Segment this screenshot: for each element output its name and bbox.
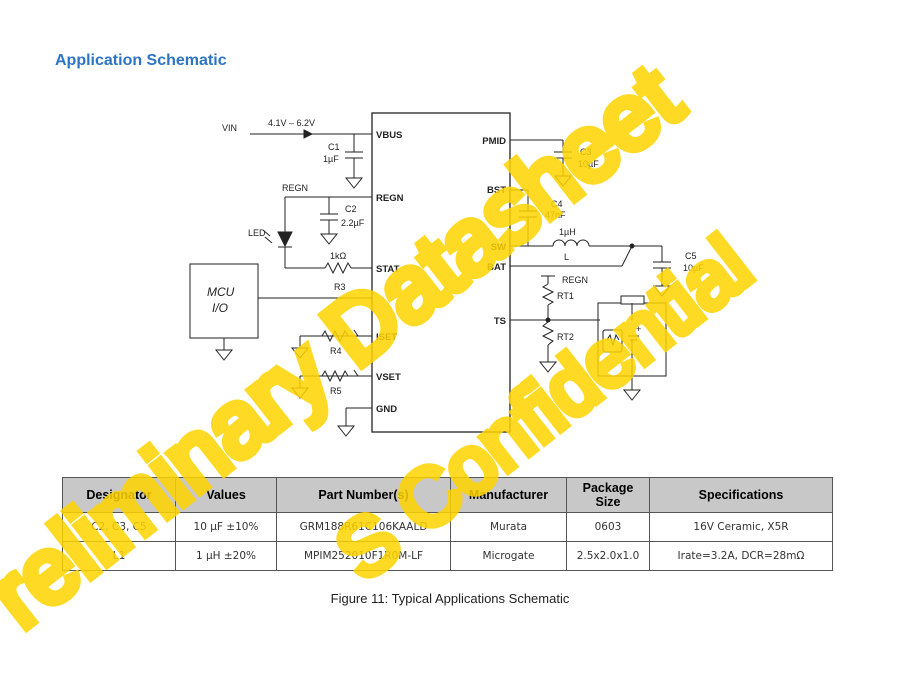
vin-range-label: 4.1V – 6.2V [268, 118, 315, 128]
vin-label: VIN [222, 123, 237, 133]
cell-part-number: GRM188R61C106KAALD [276, 512, 451, 542]
col-values: Values [175, 477, 277, 513]
cell-specifications: Irate=3.2A, DCR=28mΩ [649, 541, 833, 571]
led-label: LED [248, 228, 266, 238]
r3-name: R3 [334, 282, 346, 292]
cell-part-number: MPIM252010F1R0M-LF [276, 541, 451, 571]
r4-name: R4 [330, 346, 342, 356]
c3-value: 10µF [578, 159, 599, 169]
rt1-name: RT1 [557, 291, 574, 301]
cell-manufacturer: Microgate [450, 541, 567, 571]
table-header-row: Designator Values Part Number(s) Manufac… [62, 477, 833, 513]
mcu-io-label: I/O [212, 301, 228, 315]
col-designator: Designator [62, 477, 176, 513]
col-specifications: Specifications [649, 477, 833, 513]
c4-name: C4 [551, 199, 563, 209]
cell-designator: C2, C3, C5 [62, 512, 176, 542]
rt2-name: RT2 [557, 332, 574, 342]
regn-net-label: REGN [282, 183, 308, 193]
c2-name: C2 [345, 204, 357, 214]
c4-value: 47nF [545, 210, 566, 220]
cell-package-size: 2.5x2.0x1.0 [566, 541, 650, 571]
c5-value: 10µF [683, 263, 704, 273]
inductor-name: L [564, 252, 569, 262]
figure-caption: Figure 11: Typical Applications Schemati… [330, 591, 570, 606]
pin-bat: BAT [487, 262, 506, 273]
pin-vset: VSET [376, 372, 401, 383]
pin-sw: SW [491, 242, 506, 253]
cell-designator: L1 [62, 541, 176, 571]
table-row: L1 1 µH ±20% MPIM252010F1R0M-LF Microgat… [62, 541, 833, 571]
pin-bst: BST [487, 185, 506, 196]
col-part-number: Part Number(s) [276, 477, 451, 513]
inductor-value: 1µH [559, 227, 576, 237]
pin-regn: REGN [376, 193, 404, 204]
r5-name: R5 [330, 386, 342, 396]
ic-body [371, 112, 511, 433]
bom-table: Designator Values Part Number(s) Manufac… [62, 477, 833, 571]
page-title: Application Schematic [55, 52, 227, 69]
pin-stat: STAT [376, 264, 400, 275]
col-package-size: Package Size [566, 477, 650, 513]
mcu-label: MCU [207, 285, 235, 299]
cell-values: 1 µH ±20% [175, 541, 277, 571]
cell-package-size: 0603 [566, 512, 650, 542]
col-manufacturer: Manufacturer [450, 477, 567, 513]
r3-value: 1kΩ [330, 251, 347, 261]
c1-value: 1µF [323, 154, 339, 164]
pin-gnd: GND [376, 404, 397, 415]
c2-value: 2.2µF [341, 218, 365, 228]
application-schematic: VIN 4.1V – 6.2V C1 1µF REGN C2 2.2µF LED… [189, 112, 704, 437]
cell-values: 10 µF ±10% [175, 512, 277, 542]
c1-name: C1 [328, 142, 340, 152]
cell-manufacturer: Murata [450, 512, 567, 542]
c5-name: C5 [685, 251, 697, 261]
battery-plus: + [636, 324, 641, 334]
pin-ts: TS [494, 316, 506, 327]
pin-iset: ISET [376, 332, 397, 343]
c3-name: C3 [580, 147, 592, 157]
table-row: C2, C3, C5 10 µF ±10% GRM188R61C106KAALD… [62, 512, 833, 542]
regn-rt1-label: REGN [562, 275, 588, 285]
pin-pmid: PMID [482, 136, 506, 147]
cell-specifications: 16V Ceramic, X5R [649, 512, 833, 542]
pin-vbus: VBUS [376, 130, 402, 141]
